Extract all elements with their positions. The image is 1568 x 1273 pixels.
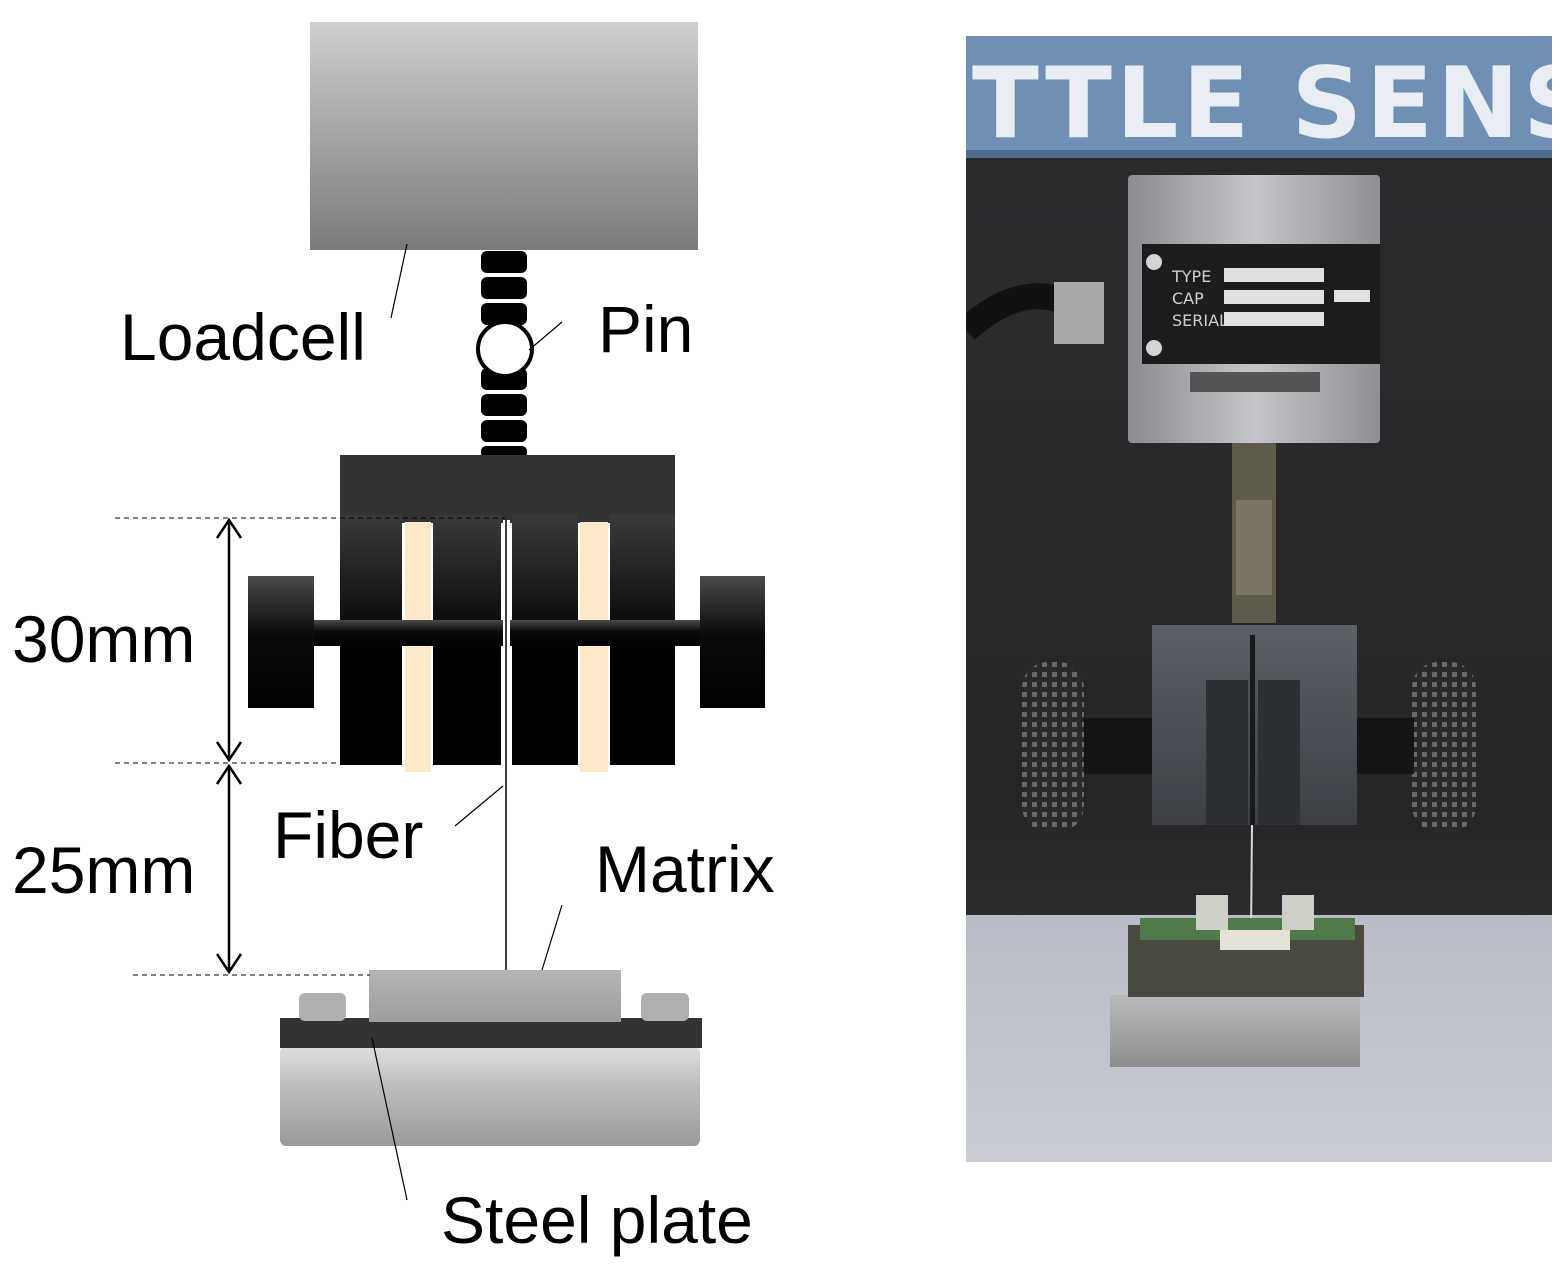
label-dim-lower: 25mm [12,833,195,907]
base-block [280,1046,700,1146]
photo-knob-left [1022,662,1084,832]
knob-right [700,576,765,708]
photo-plate-row-1: TYPE [1171,267,1211,286]
photo-fiber [1250,824,1253,936]
pin-icon [476,320,534,378]
label-dim-upper: 30mm [12,602,195,676]
photo-knob-right [1412,662,1476,832]
knob-left [248,576,314,708]
clamp-left [299,993,346,1021]
label-pin: Pin [598,292,693,366]
label-fiber: Fiber [273,798,423,872]
grip-tab-right [580,522,608,772]
loadcell-body [310,22,698,250]
photo-base-block [1110,995,1360,1067]
label-loadcell: Loadcell [120,300,366,374]
photo-sign [966,36,1552,156]
photo-cable [966,283,1065,340]
grip-tab-left [405,522,431,772]
photo-sign-text: TTLE SENS [972,47,1568,161]
clamp-right [641,993,689,1021]
photo-plate-row-3: SERIAL [1172,311,1228,330]
dimension-guides [115,517,505,976]
specimen-holder [280,970,702,1146]
label-matrix: Matrix [595,832,775,906]
schematic-diagram: Loadcell Pin 30mm Fiber 25mm Matrix Stee… [12,22,775,1257]
apparatus-photo: TTLE SENS TYPE CAP SERIAL [966,36,1568,1162]
label-steel-plate: Steel plate [441,1183,753,1257]
steel-plate [280,1018,702,1048]
gripper [248,455,765,772]
photo-plate-row-2: CAP [1172,289,1204,308]
matrix-block [369,970,621,1022]
leader-lines [371,243,563,1201]
dimension-arrows [215,517,243,975]
